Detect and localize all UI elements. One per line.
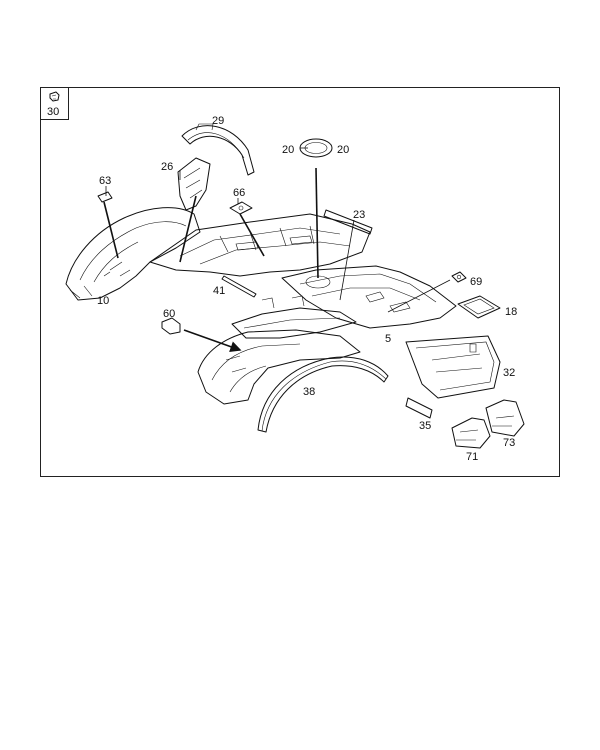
label-26: 26	[161, 161, 173, 173]
label-73: 73	[503, 437, 515, 449]
callout-labels: 30 29 20 20 26 63 66 23 69 41 18 10 60 5…	[47, 106, 517, 463]
part-63-bracket	[97, 191, 113, 203]
part-26-pillar	[177, 157, 211, 211]
part-66-plate	[229, 201, 253, 215]
part-41-rod	[221, 275, 257, 298]
label-32: 32	[503, 367, 515, 379]
label-20-left: 20	[282, 144, 294, 156]
label-41: 41	[213, 285, 225, 297]
diagram-frame	[40, 87, 560, 477]
label-5: 5	[385, 333, 391, 345]
cross-member	[231, 295, 357, 339]
clip-icon	[49, 91, 60, 102]
label-69: 69	[470, 276, 482, 288]
part-29-arch-trim	[181, 123, 255, 176]
label-10: 10	[97, 295, 109, 307]
part-60-bracket	[161, 317, 181, 335]
part-38-arch-flange	[257, 356, 389, 433]
label-63: 63	[99, 175, 111, 187]
part-73-bump	[485, 399, 525, 437]
part-23-strip	[323, 209, 373, 235]
label-23: 23	[353, 209, 365, 221]
label-38: 38	[303, 386, 315, 398]
leader-lines	[103, 147, 451, 353]
label-71: 71	[466, 451, 478, 463]
label-35: 35	[419, 420, 431, 432]
rear-wheelhouse	[197, 329, 361, 405]
rear-floor-pan	[281, 265, 457, 329]
part-10-front-wheelhouse	[65, 207, 201, 301]
part-35-rail	[405, 397, 433, 419]
label-60: 60	[163, 308, 175, 320]
legend-corner-box	[40, 87, 69, 120]
main-floor-pan	[149, 213, 371, 277]
label-20-right: 20	[337, 144, 349, 156]
label-18: 18	[505, 306, 517, 318]
label-30: 30	[47, 106, 59, 118]
label-29: 29	[212, 115, 224, 127]
part-32-rear-box	[405, 335, 501, 399]
part-69-clip	[451, 271, 467, 283]
part-71-bump	[451, 417, 491, 449]
label-66: 66	[233, 187, 245, 199]
part-18-cover-plate	[457, 295, 501, 319]
